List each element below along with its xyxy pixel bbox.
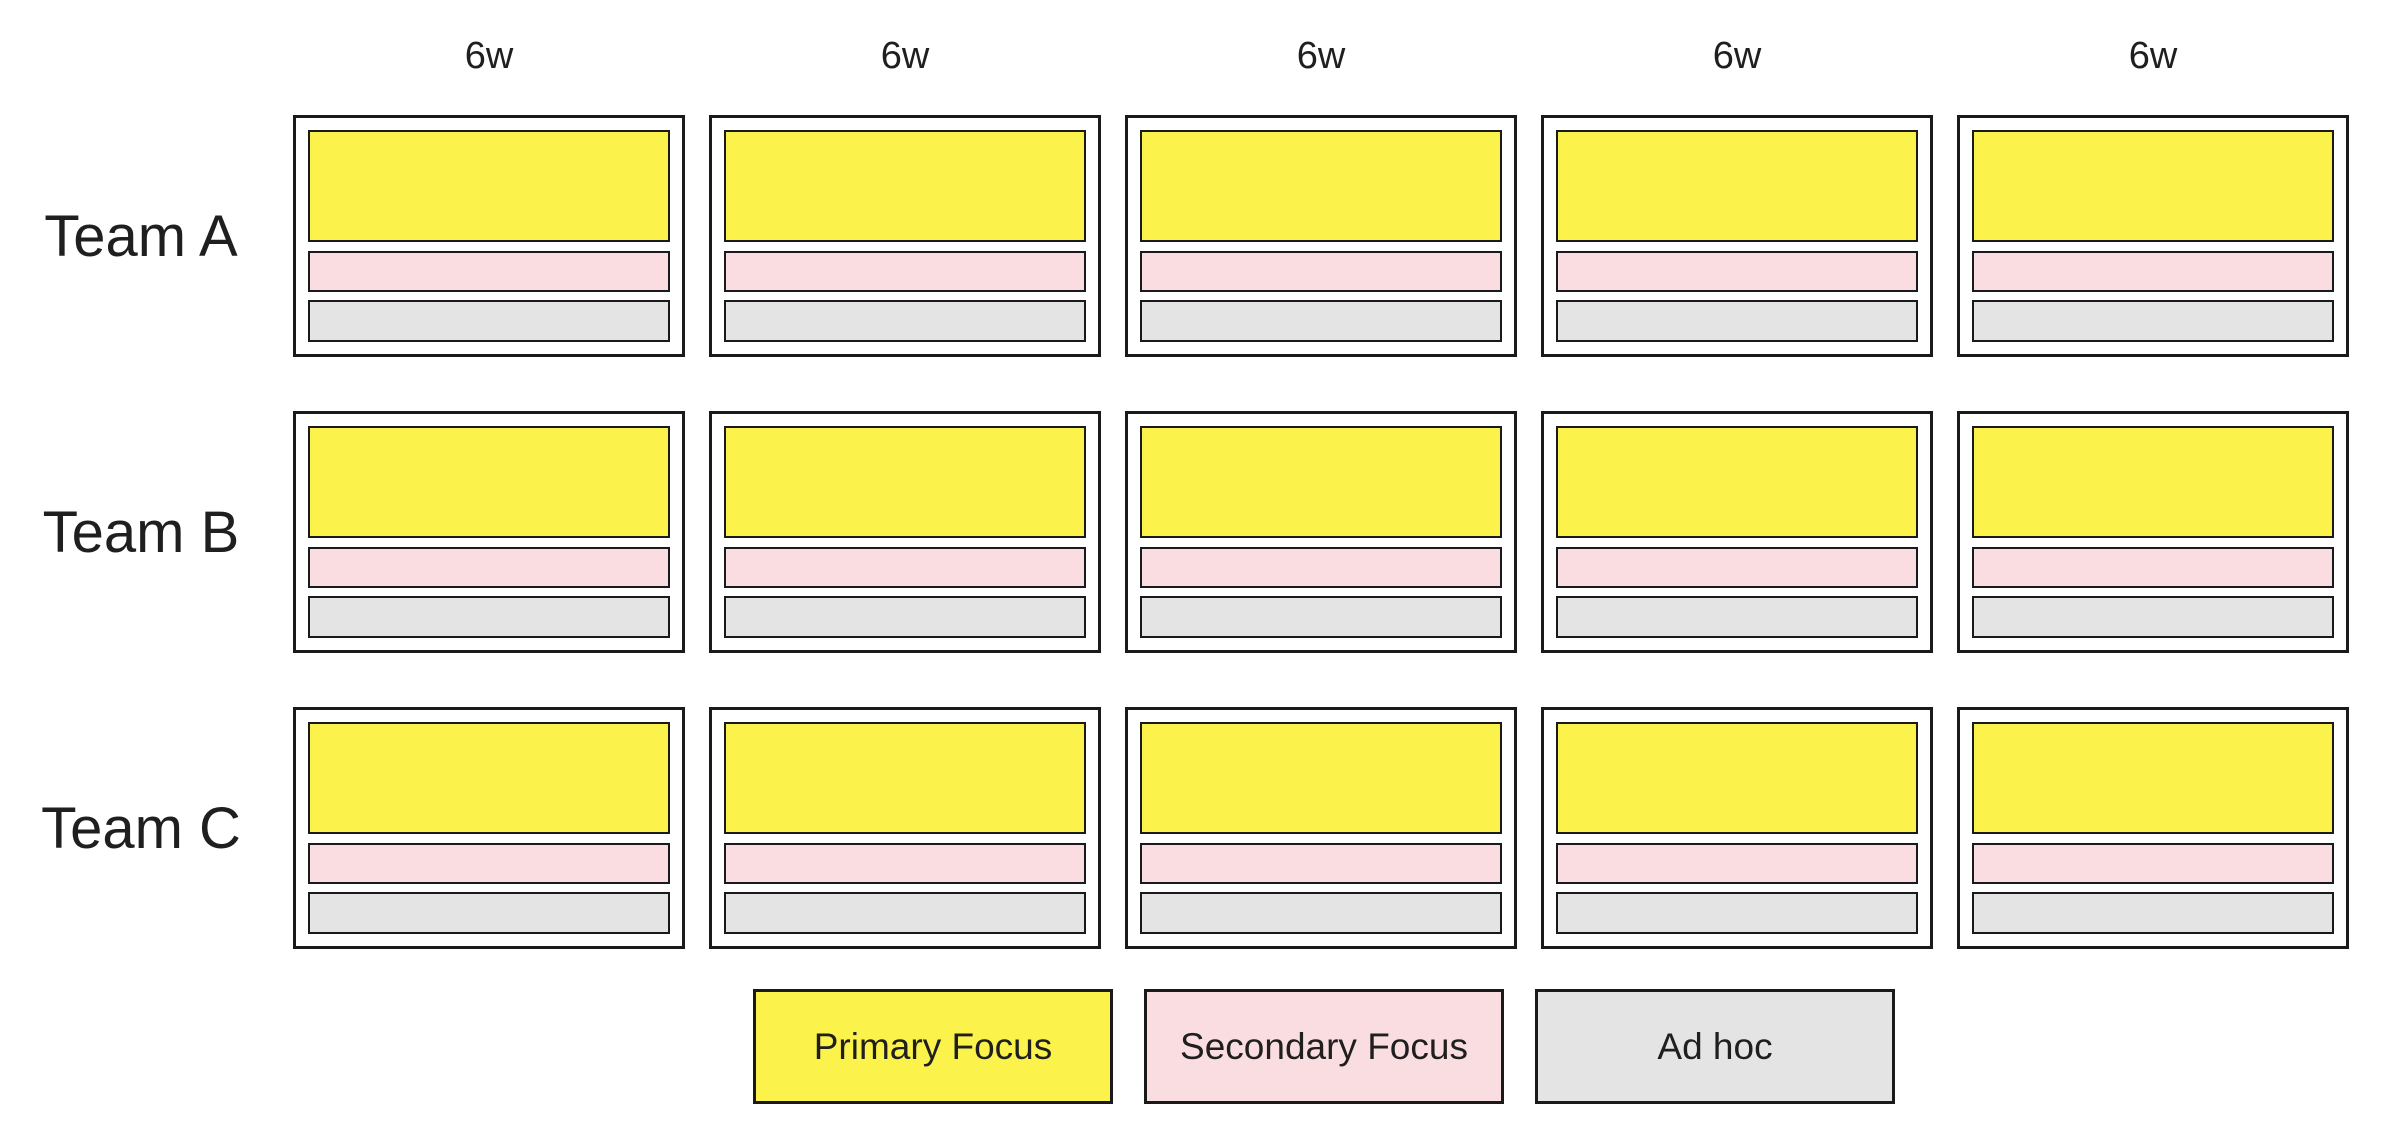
- secondary-focus-bar: [724, 547, 1086, 589]
- schedule-cell: [709, 115, 1101, 357]
- schedule-cell: [709, 707, 1101, 949]
- team-label: Team A: [44, 203, 238, 269]
- schedule-cell: [1957, 707, 2349, 949]
- legend: Primary Focus Secondary Focus Ad hoc: [753, 989, 1895, 1104]
- primary-focus-bar: [724, 426, 1086, 539]
- column-header: 6w: [2128, 34, 2178, 77]
- ad-hoc-bar: [308, 300, 670, 342]
- team-row: Team C: [0, 707, 2400, 949]
- ad-hoc-bar: [1972, 596, 2334, 638]
- column-header: 6w: [464, 34, 514, 77]
- primary-focus-bar: [1556, 722, 1918, 835]
- team-label: Team B: [42, 499, 240, 565]
- secondary-focus-bar: [1972, 547, 2334, 589]
- primary-focus-bar: [1972, 426, 2334, 539]
- legend-item-secondary-focus: Secondary Focus: [1144, 989, 1504, 1104]
- ad-hoc-bar: [308, 596, 670, 638]
- ad-hoc-bar: [724, 892, 1086, 934]
- ad-hoc-bar: [1140, 300, 1502, 342]
- schedule-cell: [1125, 115, 1517, 357]
- secondary-focus-bar: [1556, 843, 1918, 885]
- secondary-focus-bar: [308, 251, 670, 293]
- team-row: Team B: [0, 411, 2400, 653]
- schedule-cell: [709, 411, 1101, 653]
- secondary-focus-bar: [724, 251, 1086, 293]
- primary-focus-bar: [1140, 130, 1502, 243]
- primary-focus-bar: [1140, 426, 1502, 539]
- secondary-focus-bar: [1140, 251, 1502, 293]
- ad-hoc-bar: [1140, 892, 1502, 934]
- ad-hoc-bar: [724, 596, 1086, 638]
- ad-hoc-bar: [724, 300, 1086, 342]
- schedule-cell: [1541, 115, 1933, 357]
- column-header: 6w: [880, 34, 930, 77]
- secondary-focus-bar: [1140, 843, 1502, 885]
- secondary-focus-bar: [1556, 251, 1918, 293]
- legend-item-primary-focus: Primary Focus: [753, 989, 1113, 1104]
- schedule-cell: [293, 115, 685, 357]
- column-header: 6w: [1712, 34, 1762, 77]
- secondary-focus-bar: [724, 843, 1086, 885]
- primary-focus-bar: [308, 130, 670, 243]
- secondary-focus-bar: [308, 843, 670, 885]
- schedule-cell: [1125, 707, 1517, 949]
- primary-focus-bar: [724, 130, 1086, 243]
- primary-focus-bar: [724, 722, 1086, 835]
- ad-hoc-bar: [1972, 300, 2334, 342]
- schedule-cell: [1957, 115, 2349, 357]
- primary-focus-bar: [1140, 722, 1502, 835]
- schedule-cell: [293, 411, 685, 653]
- team-row: Team A: [0, 115, 2400, 357]
- ad-hoc-bar: [1140, 596, 1502, 638]
- schedule-cell: [1125, 411, 1517, 653]
- ad-hoc-bar: [1556, 300, 1918, 342]
- schedule-cell: [1541, 411, 1933, 653]
- primary-focus-bar: [308, 722, 670, 835]
- primary-focus-bar: [1972, 722, 2334, 835]
- secondary-focus-bar: [1972, 843, 2334, 885]
- primary-focus-bar: [308, 426, 670, 539]
- secondary-focus-bar: [1556, 547, 1918, 589]
- schedule-cell: [1957, 411, 2349, 653]
- ad-hoc-bar: [1972, 892, 2334, 934]
- team-label: Team C: [41, 795, 241, 861]
- schedule-cell: [293, 707, 685, 949]
- column-header: 6w: [1296, 34, 1346, 77]
- primary-focus-bar: [1972, 130, 2334, 243]
- ad-hoc-bar: [1556, 596, 1918, 638]
- primary-focus-bar: [1556, 130, 1918, 243]
- ad-hoc-bar: [1556, 892, 1918, 934]
- secondary-focus-bar: [308, 547, 670, 589]
- legend-item-ad-hoc: Ad hoc: [1535, 989, 1895, 1104]
- schedule-cell: [1541, 707, 1933, 949]
- primary-focus-bar: [1556, 426, 1918, 539]
- ad-hoc-bar: [308, 892, 670, 934]
- secondary-focus-bar: [1140, 547, 1502, 589]
- secondary-focus-bar: [1972, 251, 2334, 293]
